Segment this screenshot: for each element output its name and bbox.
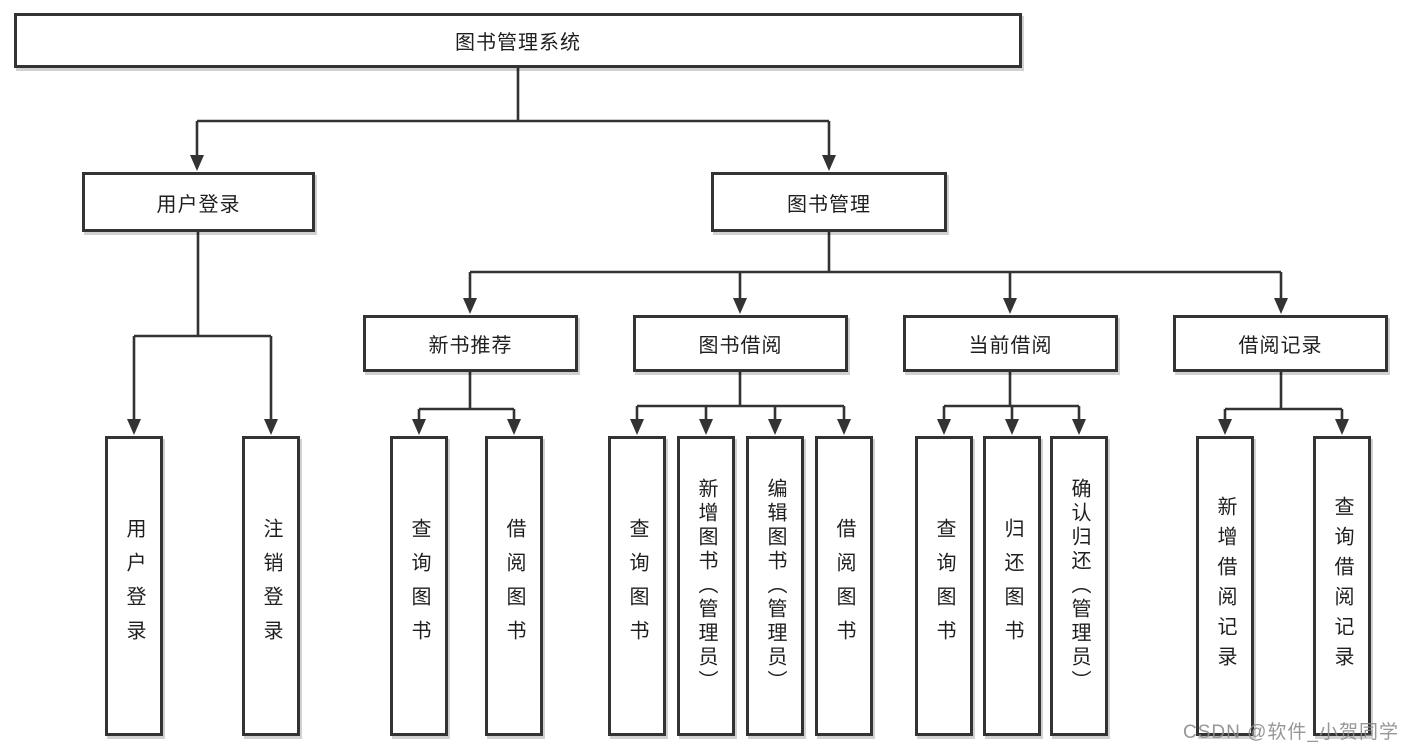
leaf-user-login: 用户登录 <box>105 436 163 736</box>
node-borrow-record: 借阅记录 <box>1173 315 1388 372</box>
node-user-login: 用户登录 <box>82 172 315 232</box>
leaf-add-borrow-record: 新增借阅记录 <box>1196 436 1254 736</box>
node-current-borrow-label: 当前借阅 <box>968 335 1053 357</box>
leaf-return-book: 归还图书 <box>983 436 1041 736</box>
leaf-logout: 注销登录 <box>242 436 300 736</box>
leaf-edit-book-admin: 编辑图书（管理员） <box>746 436 804 736</box>
leaf-query-book-borrow: 查询图书 <box>608 436 666 736</box>
watermark: CSDN @软件_小贺同学 <box>1183 722 1399 743</box>
leaf-add-book-admin: 新增图书（管理员） <box>677 436 735 736</box>
leaf-query-book-current: 查询图书 <box>915 436 973 736</box>
node-book-borrow: 图书借阅 <box>633 315 848 372</box>
node-root-label: 图书管理系统 <box>455 32 581 54</box>
node-book-management-label: 图书管理 <box>787 193 871 216</box>
node-book-management: 图书管理 <box>711 172 947 232</box>
leaf-query-borrow-record: 查询借阅记录 <box>1313 436 1371 736</box>
node-user-login-label: 用户登录 <box>156 193 241 216</box>
node-book-borrow-label: 图书借阅 <box>698 335 783 357</box>
node-current-borrow: 当前借阅 <box>903 315 1118 372</box>
leaf-query-book-recommend: 查询图书 <box>390 436 448 736</box>
leaf-confirm-return-admin: 确认归还（管理员） <box>1050 436 1108 736</box>
node-root: 图书管理系统 <box>14 13 1022 68</box>
node-new-book-recommend-label: 新书推荐 <box>428 335 513 357</box>
node-new-book-recommend: 新书推荐 <box>363 315 578 372</box>
node-borrow-record-label: 借阅记录 <box>1238 335 1323 357</box>
leaf-borrow-book: 借阅图书 <box>815 436 873 736</box>
leaf-borrow-book-recommend: 借阅图书 <box>485 436 543 736</box>
